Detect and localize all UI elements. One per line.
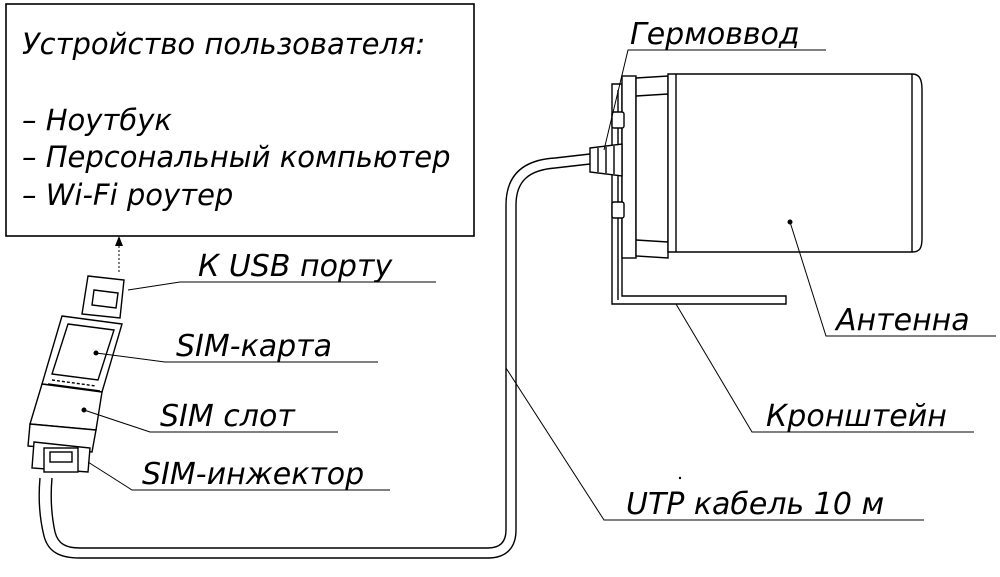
stray-dot xyxy=(678,476,682,480)
label-cable: UTP кабель 10 м xyxy=(626,487,884,522)
user-device-frame xyxy=(5,3,475,237)
user-device-box: Устройство пользователя: – Ноутбук – Пер… xyxy=(5,3,475,237)
antenna-assembly xyxy=(589,73,923,305)
label-sim-card: SIM-карта xyxy=(176,329,332,364)
user-device-item-pc: – Персональный компьютер xyxy=(22,140,451,174)
usb-arrow xyxy=(115,236,123,272)
label-antenna: Антенна xyxy=(834,303,970,338)
label-usb-port: К USB порту xyxy=(198,249,393,284)
user-device-item-laptop: – Ноутбук xyxy=(22,103,172,137)
bolt-lower xyxy=(611,201,625,219)
label-sim-slot: SIM слот xyxy=(160,399,296,434)
usb-modem xyxy=(27,275,125,473)
user-device-item-router: – Wi-Fi роутер xyxy=(22,178,233,212)
user-device-title: Устройство пользователя: xyxy=(22,27,425,61)
antenna-radome xyxy=(667,73,923,253)
bolt-upper xyxy=(611,111,625,129)
label-sim-injector: SIM-инжектор xyxy=(142,457,364,492)
leader-lines xyxy=(83,49,996,521)
labels: К USB порту SIM-карта SIM слот SIM-инжек… xyxy=(142,17,970,522)
label-bracket: Кронштейн xyxy=(766,399,947,434)
antenna-flange xyxy=(621,75,637,259)
utp-cable xyxy=(38,153,591,559)
sim-slot-body xyxy=(29,383,103,431)
label-gland: Гермоввод xyxy=(630,17,800,52)
